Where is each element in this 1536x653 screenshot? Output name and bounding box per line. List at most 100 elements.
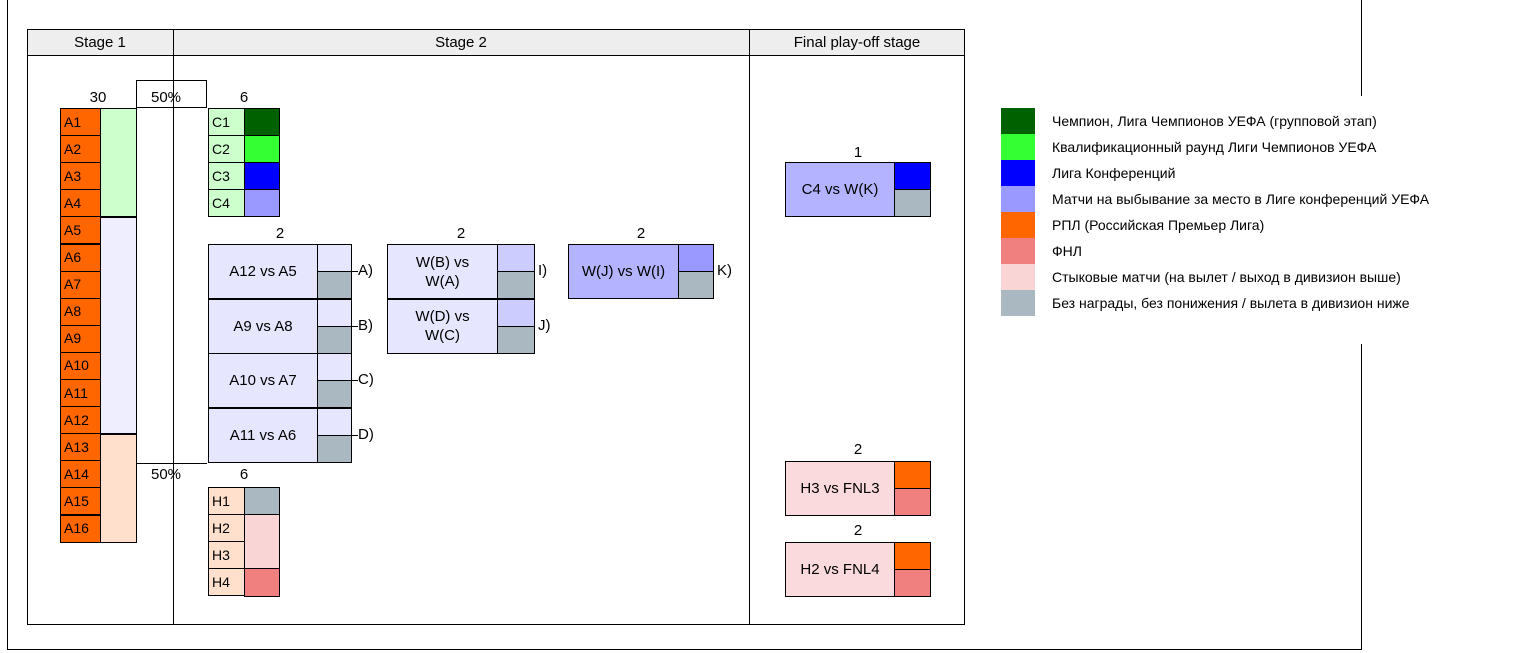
stage1-team-cell: A13 (60, 433, 101, 462)
legend-label: Квалификационный раунд Лиги Чемпионов УЕ… (1052, 139, 1377, 155)
champ-group-swatch (244, 108, 280, 136)
releg-group-team-cell: H4 (208, 568, 245, 596)
legend-label: ФНЛ (1052, 243, 1082, 259)
round2-match-box: W(B) vs W(A) (387, 244, 498, 299)
releg-swatch-h4 (244, 568, 280, 597)
champ-group-team-cell: C2 (208, 135, 245, 163)
final-promo2-count: 2 (853, 522, 863, 539)
round1-match-tag: B) (358, 316, 373, 334)
stage1-team-cell: A15 (60, 487, 101, 516)
split-bottom-line (136, 463, 207, 464)
stage1-team-cell: A16 (60, 514, 101, 543)
final-promo2-match: H2 vs FNL4 (785, 542, 895, 597)
col-divider-1 (173, 29, 174, 625)
stage1-team-cell: A10 (60, 351, 101, 380)
round3-count: 2 (636, 225, 646, 242)
final-top-match: C4 vs W(K) (785, 162, 895, 217)
stage1-count: 30 (89, 89, 107, 106)
round1-match-box: A12 vs A5 (208, 244, 318, 299)
champ-group-swatch (244, 135, 280, 163)
round1-match-tag: A) (358, 262, 373, 279)
final-top-swatch-2 (894, 189, 931, 217)
stage1-team-cell: A8 (60, 297, 101, 326)
round3-match-label: W(J) vs W(I) (581, 263, 666, 280)
legend-label: Без награды, без понижения / вылета в ди… (1052, 295, 1410, 311)
stage1-team-cell: A7 (60, 270, 101, 299)
round2-match-tag: I) (538, 262, 548, 279)
round2-count: 2 (456, 225, 466, 242)
round1-connector (352, 325, 358, 327)
header-row (27, 29, 965, 56)
champ-group-team-cell: C3 (208, 162, 245, 190)
round1-match-tag: D) (358, 425, 374, 443)
round3-swatch-top (678, 244, 714, 272)
round1-match-box: A9 vs A8 (208, 298, 318, 354)
legend-label: Стыковые матчи (на вылет / выход в дивиз… (1052, 269, 1401, 285)
legend-swatch (1001, 290, 1035, 316)
final-promo1-swatch-2 (894, 488, 931, 516)
legend-swatch (1001, 238, 1035, 264)
round3-match-box: W(J) vs W(I) (568, 244, 679, 299)
final-top-label: C4 vs W(K) (801, 181, 879, 198)
round2-swatch-bottom (497, 271, 535, 299)
round1-connector (352, 271, 358, 272)
legend-swatch (1001, 264, 1035, 290)
legend-label: Матчи на выбывание за место в Лиге конфе… (1052, 191, 1430, 207)
legend-swatch (1001, 108, 1035, 134)
final-promo2-label: H2 vs FNL4 (800, 561, 880, 578)
legend-swatch (1001, 212, 1035, 238)
releg-group-count: 6 (239, 466, 249, 483)
final-promo2-swatch-1 (894, 542, 931, 570)
stage1-team-cell: A11 (60, 379, 101, 407)
champ-group-swatch (244, 162, 280, 190)
stage1-team-cell: A5 (60, 216, 101, 245)
releg-swatch-h2-h3 (244, 514, 280, 569)
round1-count: 2 (275, 225, 285, 242)
header-final: Final play-off stage (793, 34, 921, 51)
stage1-bar-peach (100, 434, 137, 543)
round1-swatch-top (317, 298, 352, 327)
split-bottom-pct: 50% (150, 466, 182, 483)
final-promo1-label: H3 vs FNL3 (800, 480, 880, 497)
split-top-pct: 50% (150, 89, 182, 106)
legend-label: Чемпион, Лига Чемпионов УЕФА (групповой … (1052, 113, 1377, 129)
champ-group-team-cell: C4 (208, 189, 245, 217)
header-stage2: Stage 2 (435, 34, 487, 51)
final-promo2-swatch-2 (894, 569, 931, 597)
final-top-count: 1 (853, 144, 863, 161)
legend-swatch (1001, 134, 1035, 160)
round2-swatch-bottom (497, 325, 535, 354)
stage1-bar-lavender (100, 217, 137, 434)
round1-swatch-top (317, 407, 352, 436)
champ-group-count: 6 (239, 89, 249, 106)
legend-swatch (1001, 186, 1035, 212)
stage1-team-cell: A4 (60, 189, 101, 218)
round1-match-tag: C) (358, 371, 374, 388)
round1-swatch-bottom (317, 325, 352, 354)
round1-match-box: A10 vs A7 (208, 353, 318, 408)
round2-match-label: W(D) vs W(C) (415, 308, 470, 344)
stage1-team-cell: A14 (60, 460, 101, 489)
round2-match-box: W(D) vs W(C) (387, 298, 498, 354)
round1-swatch-top (317, 353, 352, 381)
stage1-bar-green (100, 108, 137, 217)
releg-group-team-cell: H3 (208, 541, 245, 569)
round1-match-label: A10 vs A7 (229, 372, 297, 389)
stage1-team-cell: A3 (60, 162, 101, 191)
round1-connector (352, 380, 358, 381)
legend-swatch (1001, 160, 1035, 186)
round1-connector (352, 434, 358, 436)
releg-group-team-cell: H1 (208, 487, 245, 515)
stage1-team-cell: A9 (60, 324, 101, 353)
round2-match-label: W(B) vs W(A) (415, 253, 470, 290)
round3-match-tag: K) (717, 262, 732, 279)
round1-swatch-top (317, 244, 352, 272)
stage1-team-cell: A6 (60, 243, 101, 272)
round1-match-label: A9 vs A8 (233, 317, 293, 335)
final-top-swatch-1 (894, 162, 931, 190)
round1-match-label: A11 vs A6 (229, 426, 297, 444)
releg-group-team-cell: H2 (208, 514, 245, 542)
legend-label: Лига Конференций (1052, 165, 1176, 181)
final-promo1-swatch-1 (894, 461, 931, 489)
